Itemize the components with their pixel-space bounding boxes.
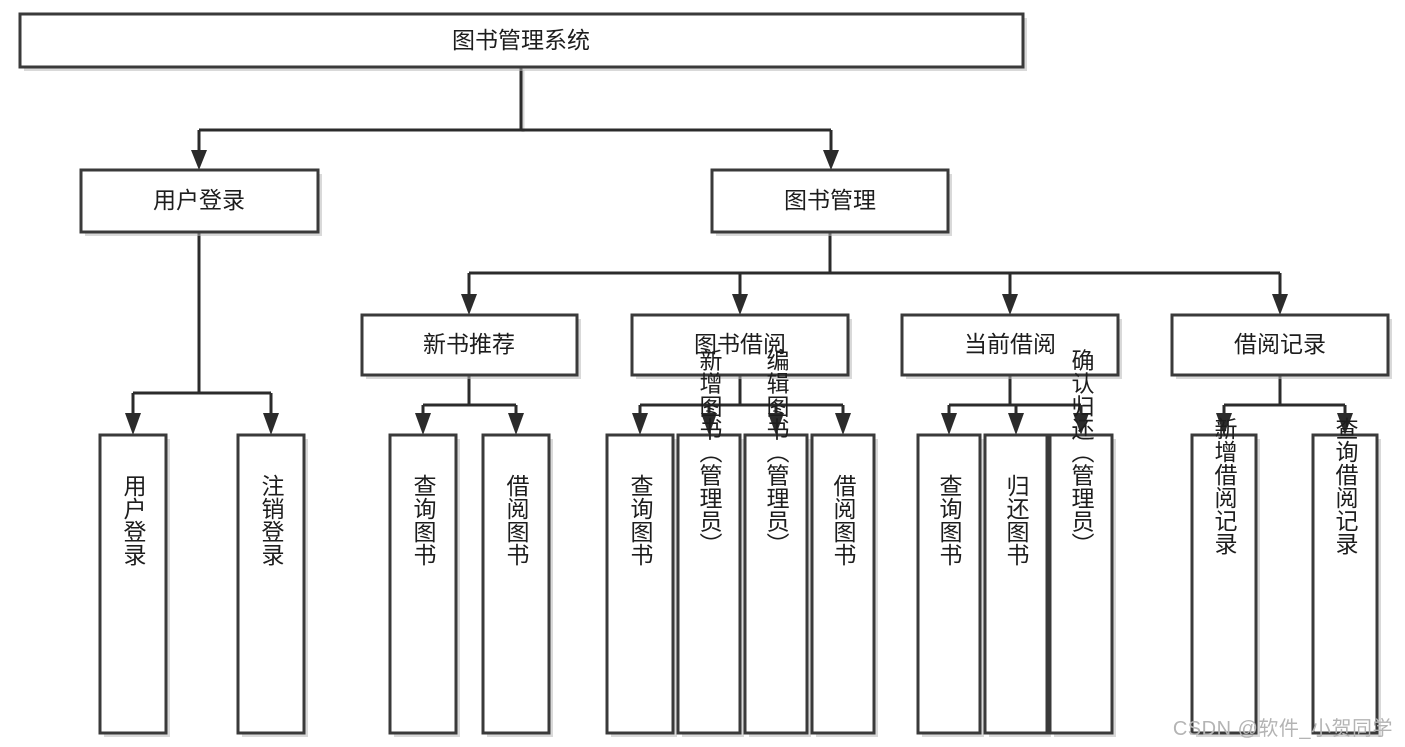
- borrow-record-box: [1170, 313, 1390, 377]
- arrow-head-book-mgmt: [823, 150, 839, 170]
- node-leaf-add-book-admin[interactable]: 新增图书（管理员）: [676, 349, 744, 738]
- arrow-head-leaf-7: [768, 413, 784, 435]
- node-root[interactable]: 图书管理系统: [18, 12, 1027, 71]
- node-leaf-query-borrow-record[interactable]: 查询借阅记录: [1311, 417, 1381, 737]
- leaf-13-box: [1311, 433, 1379, 735]
- arrow-head-leaf-11: [1073, 413, 1089, 435]
- root-label: 图书管理系统: [452, 27, 590, 53]
- arrow-head-leaf-2: [263, 413, 279, 435]
- leaf-3-box: [388, 433, 458, 735]
- leaf-4-label: 借阅图书: [503, 474, 530, 566]
- node-leaf-query-book-3[interactable]: 查询图书: [916, 433, 984, 737]
- leaf-11-label: 确认归还（管理员）: [1068, 349, 1095, 556]
- node-user-login[interactable]: 用户登录: [79, 168, 322, 236]
- leaf-5-label: 查询图书: [627, 474, 654, 566]
- arrow-head-leaf-13: [1337, 413, 1353, 435]
- csdn-watermark: CSDN @软件_小贺同学: [1172, 718, 1393, 740]
- leaf-6-label: 新增图书（管理员）: [696, 349, 723, 556]
- book-borrow-label: 图书借阅: [694, 331, 786, 357]
- leaf-10-label: 归还图书: [1003, 474, 1030, 566]
- arrow-head-leaf-8: [835, 413, 851, 435]
- arrow-head-leaf-5: [632, 413, 648, 435]
- book-management-label: 图书管理: [784, 187, 876, 213]
- leaf-5-box: [605, 433, 675, 735]
- node-book-management[interactable]: 图书管理: [710, 168, 952, 236]
- node-current-borrow[interactable]: 当前借阅: [900, 313, 1122, 379]
- node-leaf-borrow-book-2[interactable]: 借阅图书: [810, 433, 878, 737]
- book-borrow-box: [630, 313, 850, 377]
- node-leaf-confirm-return-admin[interactable]: 确认归还（管理员）: [1048, 349, 1116, 738]
- arrow-head-record: [1272, 294, 1288, 315]
- leaf-1-box: [98, 433, 168, 735]
- node-leaf-add-borrow-record[interactable]: 新增借阅记录: [1190, 417, 1260, 737]
- leaf-2-label: 注销登录: [258, 474, 285, 566]
- arrow-head-leaf-12: [1216, 413, 1232, 435]
- node-book-borrow[interactable]: 图书借阅: [630, 313, 852, 379]
- arrow-head-leaf-1: [125, 413, 141, 435]
- arrow-head-leaf-9: [941, 413, 957, 435]
- node-leaf-user-login[interactable]: 用户登录: [98, 433, 170, 737]
- leaf-7-label: 编辑图书（管理员）: [763, 349, 790, 556]
- leaf-12-box: [1190, 433, 1258, 735]
- arrow-head-leaf-6: [701, 413, 717, 435]
- leaf-13-label: 查询借阅记录: [1332, 417, 1359, 555]
- current-borrow-box: [900, 313, 1120, 377]
- node-leaf-logout[interactable]: 注销登录: [236, 433, 308, 737]
- node-leaf-query-book-1[interactable]: 查询图书: [388, 433, 460, 737]
- leaf-11-box: [1048, 433, 1114, 735]
- node-leaf-return-book[interactable]: 归还图书: [983, 433, 1051, 737]
- node-leaf-query-book-2[interactable]: 查询图书: [605, 433, 677, 737]
- arrow-head-borrow: [732, 294, 748, 315]
- user-login-label: 用户登录: [153, 187, 245, 213]
- arrow-head-user-login: [191, 150, 207, 170]
- current-borrow-label: 当前借阅: [964, 331, 1056, 357]
- leaf-6-box: [676, 433, 742, 735]
- leaf-7-box: [743, 433, 809, 735]
- arrow-head-new-book: [461, 294, 477, 315]
- node-borrow-record[interactable]: 借阅记录: [1170, 313, 1392, 379]
- borrow-record-label: 借阅记录: [1234, 331, 1326, 357]
- leaf-9-box: [916, 433, 982, 735]
- arrow-head-leaf-10: [1008, 413, 1024, 435]
- arrow-head-leaf-3: [415, 413, 431, 435]
- leaf-4-box: [481, 433, 551, 735]
- new-book-recommend-box: [360, 313, 579, 377]
- node-new-book-recommend[interactable]: 新书推荐: [360, 313, 581, 379]
- root-box: [18, 12, 1025, 69]
- book-management-box: [710, 168, 950, 234]
- leaf-1-label: 用户登录: [120, 474, 147, 566]
- leaf-2-box: [236, 433, 306, 735]
- leaf-12-label: 新增借阅记录: [1211, 417, 1238, 555]
- arrow-head-current: [1002, 294, 1018, 315]
- leaf-9-label: 查询图书: [936, 474, 963, 566]
- leaf-10-box: [983, 433, 1049, 735]
- leaf-8-label: 借阅图书: [830, 474, 857, 566]
- arrow-head-leaf-4: [508, 413, 524, 435]
- new-book-recommend-label: 新书推荐: [423, 331, 515, 357]
- leaf-3-label: 查询图书: [410, 474, 437, 566]
- node-leaf-edit-book-admin[interactable]: 编辑图书（管理员）: [743, 349, 811, 738]
- user-login-box: [79, 168, 320, 234]
- leaf-8-box: [810, 433, 876, 735]
- node-leaf-borrow-book-1[interactable]: 借阅图书: [481, 433, 553, 737]
- connectors: [125, 67, 1353, 435]
